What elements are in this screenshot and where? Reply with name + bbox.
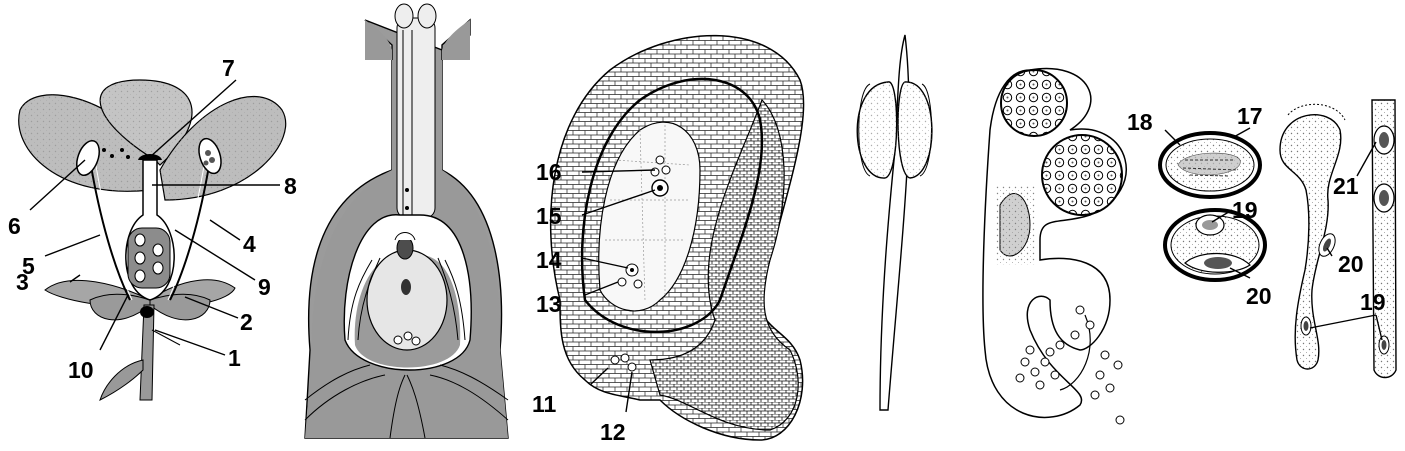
- label-5: 5: [22, 253, 35, 279]
- label-1: 1: [228, 345, 241, 371]
- ovule-section-drawing: [549, 34, 805, 441]
- label-21: 21: [1333, 173, 1359, 199]
- label-9: 9: [258, 274, 271, 300]
- label-3: 3: [16, 269, 29, 295]
- anther-section-drawing: [982, 67, 1127, 425]
- label-10: 10: [68, 357, 94, 383]
- label-14: 14: [536, 247, 562, 273]
- label-20-grain: 20: [1246, 283, 1272, 309]
- flower-drawing: [18, 79, 287, 401]
- leader-lines: [29, 79, 1383, 413]
- label-19-tube: 19: [1360, 289, 1386, 315]
- label-7: 7: [222, 55, 235, 81]
- label-8: 8: [284, 173, 297, 199]
- label-20-tube: 20: [1338, 251, 1364, 277]
- pollen-grains-drawing: [1158, 131, 1267, 282]
- diagram-labels: 1 2 3 4 5 6 7 8 9 10 11 12 13 14 15 16 1…: [8, 55, 1386, 445]
- label-12: 12: [600, 419, 626, 445]
- label-17: 17: [1237, 103, 1263, 129]
- label-6: 6: [8, 213, 21, 239]
- label-15: 15: [536, 203, 562, 229]
- label-2: 2: [240, 309, 253, 335]
- stamen-drawing: [856, 34, 933, 411]
- label-11: 11: [532, 391, 557, 417]
- pistil-section-drawing: [304, 3, 509, 439]
- label-4: 4: [243, 231, 256, 257]
- label-19-grain: 19: [1232, 197, 1258, 223]
- label-18: 18: [1127, 109, 1153, 135]
- label-16: 16: [536, 159, 562, 185]
- pollen-tube-drawing: [1279, 99, 1397, 379]
- label-13: 13: [536, 291, 562, 317]
